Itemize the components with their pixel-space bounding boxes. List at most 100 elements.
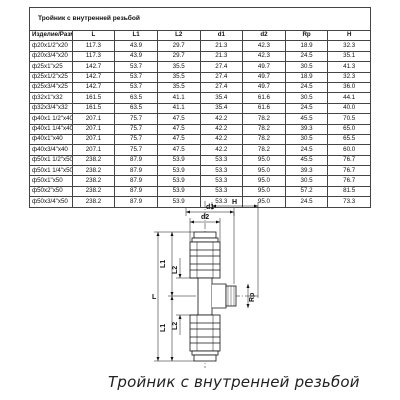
cell-value: 53.3 bbox=[199, 154, 244, 167]
cell-product-size: ф50х1"х50 bbox=[29, 175, 73, 187]
label-l2-top: L2 bbox=[172, 266, 179, 274]
cell-value: 30.5 bbox=[284, 133, 329, 146]
cell-value: 49.7 bbox=[242, 71, 286, 83]
cell-product-size: ф50х2"х50 bbox=[29, 185, 73, 198]
cell-value: 75.7 bbox=[114, 133, 158, 146]
cell-value: 142.7 bbox=[71, 61, 116, 73]
cell-value: 42.2 bbox=[199, 133, 244, 146]
cell-value: 43.9 bbox=[114, 40, 158, 52]
cell-value: 29.7 bbox=[156, 40, 201, 52]
cell-value: 53.3 bbox=[199, 165, 244, 177]
cell-value: 43.9 bbox=[114, 50, 158, 63]
label-l: L bbox=[152, 294, 157, 301]
table-title-row: Тройник с внутренней резьбой bbox=[29, 7, 371, 31]
cell-value: 39.3 bbox=[284, 123, 329, 135]
cell-value: 44.1 bbox=[327, 92, 371, 104]
label-l2-bottom: L2 bbox=[172, 322, 179, 330]
header-d1: d1 bbox=[199, 29, 244, 42]
cell-value: 63.5 bbox=[114, 102, 158, 115]
cell-value: 73.3 bbox=[327, 196, 371, 208]
header-l2: L2 bbox=[156, 29, 201, 42]
cell-value: 78.2 bbox=[242, 133, 286, 146]
cell-value: 238.2 bbox=[71, 165, 116, 177]
cell-value: 117.3 bbox=[71, 40, 116, 52]
cell-value: 63.5 bbox=[114, 92, 158, 104]
dimensions-table: Тройник с внутренней резьбой Изделие/Раз… bbox=[29, 7, 371, 208]
cell-value: 42.2 bbox=[199, 144, 244, 156]
cell-value: 18.9 bbox=[284, 71, 329, 83]
cell-value: 95.0 bbox=[242, 154, 286, 167]
cell-value: 35.5 bbox=[156, 81, 201, 94]
table-header-row: Изделие/Размер L L1 L2 d1 d2 Rp H bbox=[29, 29, 371, 42]
cell-value: 76.7 bbox=[327, 165, 371, 177]
cell-value: 78.2 bbox=[242, 113, 286, 125]
cell-value: 87.9 bbox=[114, 154, 158, 167]
cell-value: 42.2 bbox=[199, 113, 244, 125]
cell-value: 75.7 bbox=[114, 144, 158, 156]
cell-value: 207.1 bbox=[71, 113, 116, 125]
label-rp: Rp bbox=[249, 293, 256, 302]
cell-value: 24.5 bbox=[284, 196, 329, 208]
cell-value: 53.7 bbox=[114, 81, 158, 94]
cell-value: 76.7 bbox=[327, 175, 371, 187]
cell-value: 70.5 bbox=[327, 113, 371, 125]
drawing-caption: Тройник с внутренней резьбой bbox=[108, 373, 360, 391]
cell-value: 27.4 bbox=[199, 71, 244, 83]
cell-value: 95.0 bbox=[242, 175, 286, 187]
cell-value: 29.7 bbox=[156, 50, 201, 63]
cell-product-size: ф40х1"х40 bbox=[29, 133, 73, 146]
cell-value: 87.9 bbox=[114, 185, 158, 198]
cell-value: 24.5 bbox=[284, 102, 329, 115]
cell-value: 207.1 bbox=[71, 144, 116, 156]
cell-value: 24.5 bbox=[284, 144, 329, 156]
cell-value: 142.7 bbox=[71, 81, 116, 94]
cell-product-size: ф50х1 1/4"х50 bbox=[29, 165, 73, 177]
cell-value: 41.3 bbox=[327, 61, 371, 73]
cell-value: 53.9 bbox=[156, 175, 201, 187]
cell-value: 60.0 bbox=[327, 144, 371, 156]
cell-value: 41.1 bbox=[156, 102, 201, 115]
cell-value: 35.5 bbox=[156, 71, 201, 83]
cell-value: 42.3 bbox=[242, 40, 286, 52]
cell-value: 238.2 bbox=[71, 175, 116, 187]
cell-value: 207.1 bbox=[71, 123, 116, 135]
header-l1: L1 bbox=[114, 29, 158, 42]
cell-product-size: ф25х3/4"х25 bbox=[29, 81, 73, 94]
cell-value: 238.2 bbox=[71, 185, 116, 198]
label-d2: d2 bbox=[201, 214, 209, 221]
cell-value: 53.9 bbox=[156, 165, 201, 177]
cell-product-size: ф25х1/2"х25 bbox=[29, 71, 73, 83]
cell-value: 78.2 bbox=[242, 144, 286, 156]
cell-value: 30.5 bbox=[284, 175, 329, 187]
cell-value: 40.0 bbox=[327, 102, 371, 115]
cell-value: 81.5 bbox=[327, 185, 371, 198]
cell-value: 24.5 bbox=[284, 50, 329, 63]
cell-value: 76.7 bbox=[327, 154, 371, 167]
cell-value: 53.3 bbox=[199, 185, 244, 198]
cell-value: 27.4 bbox=[199, 61, 244, 73]
cell-product-size: ф20х3/4"х20 bbox=[29, 50, 73, 63]
cell-value: 53.7 bbox=[114, 61, 158, 73]
cell-value: 161.5 bbox=[71, 92, 116, 104]
cell-value: 87.9 bbox=[114, 165, 158, 177]
cell-value: 57.2 bbox=[284, 185, 329, 198]
dimension-lines bbox=[154, 202, 259, 362]
cell-value: 75.7 bbox=[114, 113, 158, 125]
cell-value: 21.3 bbox=[199, 40, 244, 52]
cell-value: 117.3 bbox=[71, 50, 116, 63]
cell-value: 95.0 bbox=[242, 165, 286, 177]
cell-product-size: ф40х1 1/2"х40 bbox=[29, 113, 73, 125]
cell-value: 53.7 bbox=[114, 71, 158, 83]
cell-value: 47.5 bbox=[156, 133, 201, 146]
